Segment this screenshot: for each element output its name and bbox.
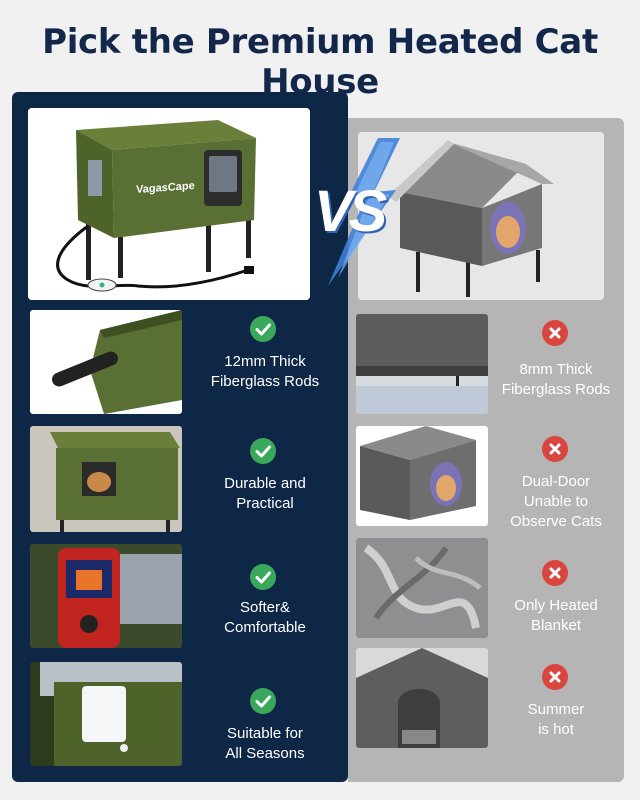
feature-rods-good: 12mm Thick Fiberglass Rods — [210, 353, 320, 390]
check-icon — [250, 438, 276, 464]
vs-label: VS — [314, 179, 387, 244]
thin-rods-image — [356, 314, 488, 414]
heated-blanket-image — [356, 538, 488, 638]
page-title: Pick the Premium Heated Cat House — [42, 22, 598, 102]
rods-closeup-image — [30, 310, 182, 414]
cat-inside-image — [30, 426, 182, 532]
check-icon — [250, 688, 276, 714]
vs-badge: VS — [308, 138, 404, 286]
seasons-image — [30, 662, 182, 766]
our-product-image: VagasCape — [28, 108, 310, 300]
feature-summer-bad: Summer is hot — [527, 701, 585, 738]
summer-hot-image — [356, 648, 488, 748]
check-icon — [250, 316, 276, 342]
cross-icon — [542, 436, 568, 462]
cross-icon — [542, 320, 568, 346]
feature-comfort-good: Softer& Comfortable — [224, 599, 306, 636]
feature-blanket-bad: Only Heated Blanket — [514, 597, 598, 634]
cross-icon — [542, 664, 568, 690]
feature-rods-bad: 8mm Thick Fiberglass Rods — [501, 361, 611, 398]
dual-door-image — [356, 426, 488, 526]
feature-seasons-good: Suitable for All Seasons — [225, 725, 305, 762]
thermal-camera-image — [30, 544, 182, 648]
check-icon — [250, 564, 276, 590]
cross-icon — [542, 560, 568, 586]
competitor-product-image — [358, 132, 604, 300]
feature-durable-good: Durable and Practical — [224, 475, 306, 512]
feature-door-bad: Dual-Door Unable to Observe Cats — [510, 473, 602, 530]
